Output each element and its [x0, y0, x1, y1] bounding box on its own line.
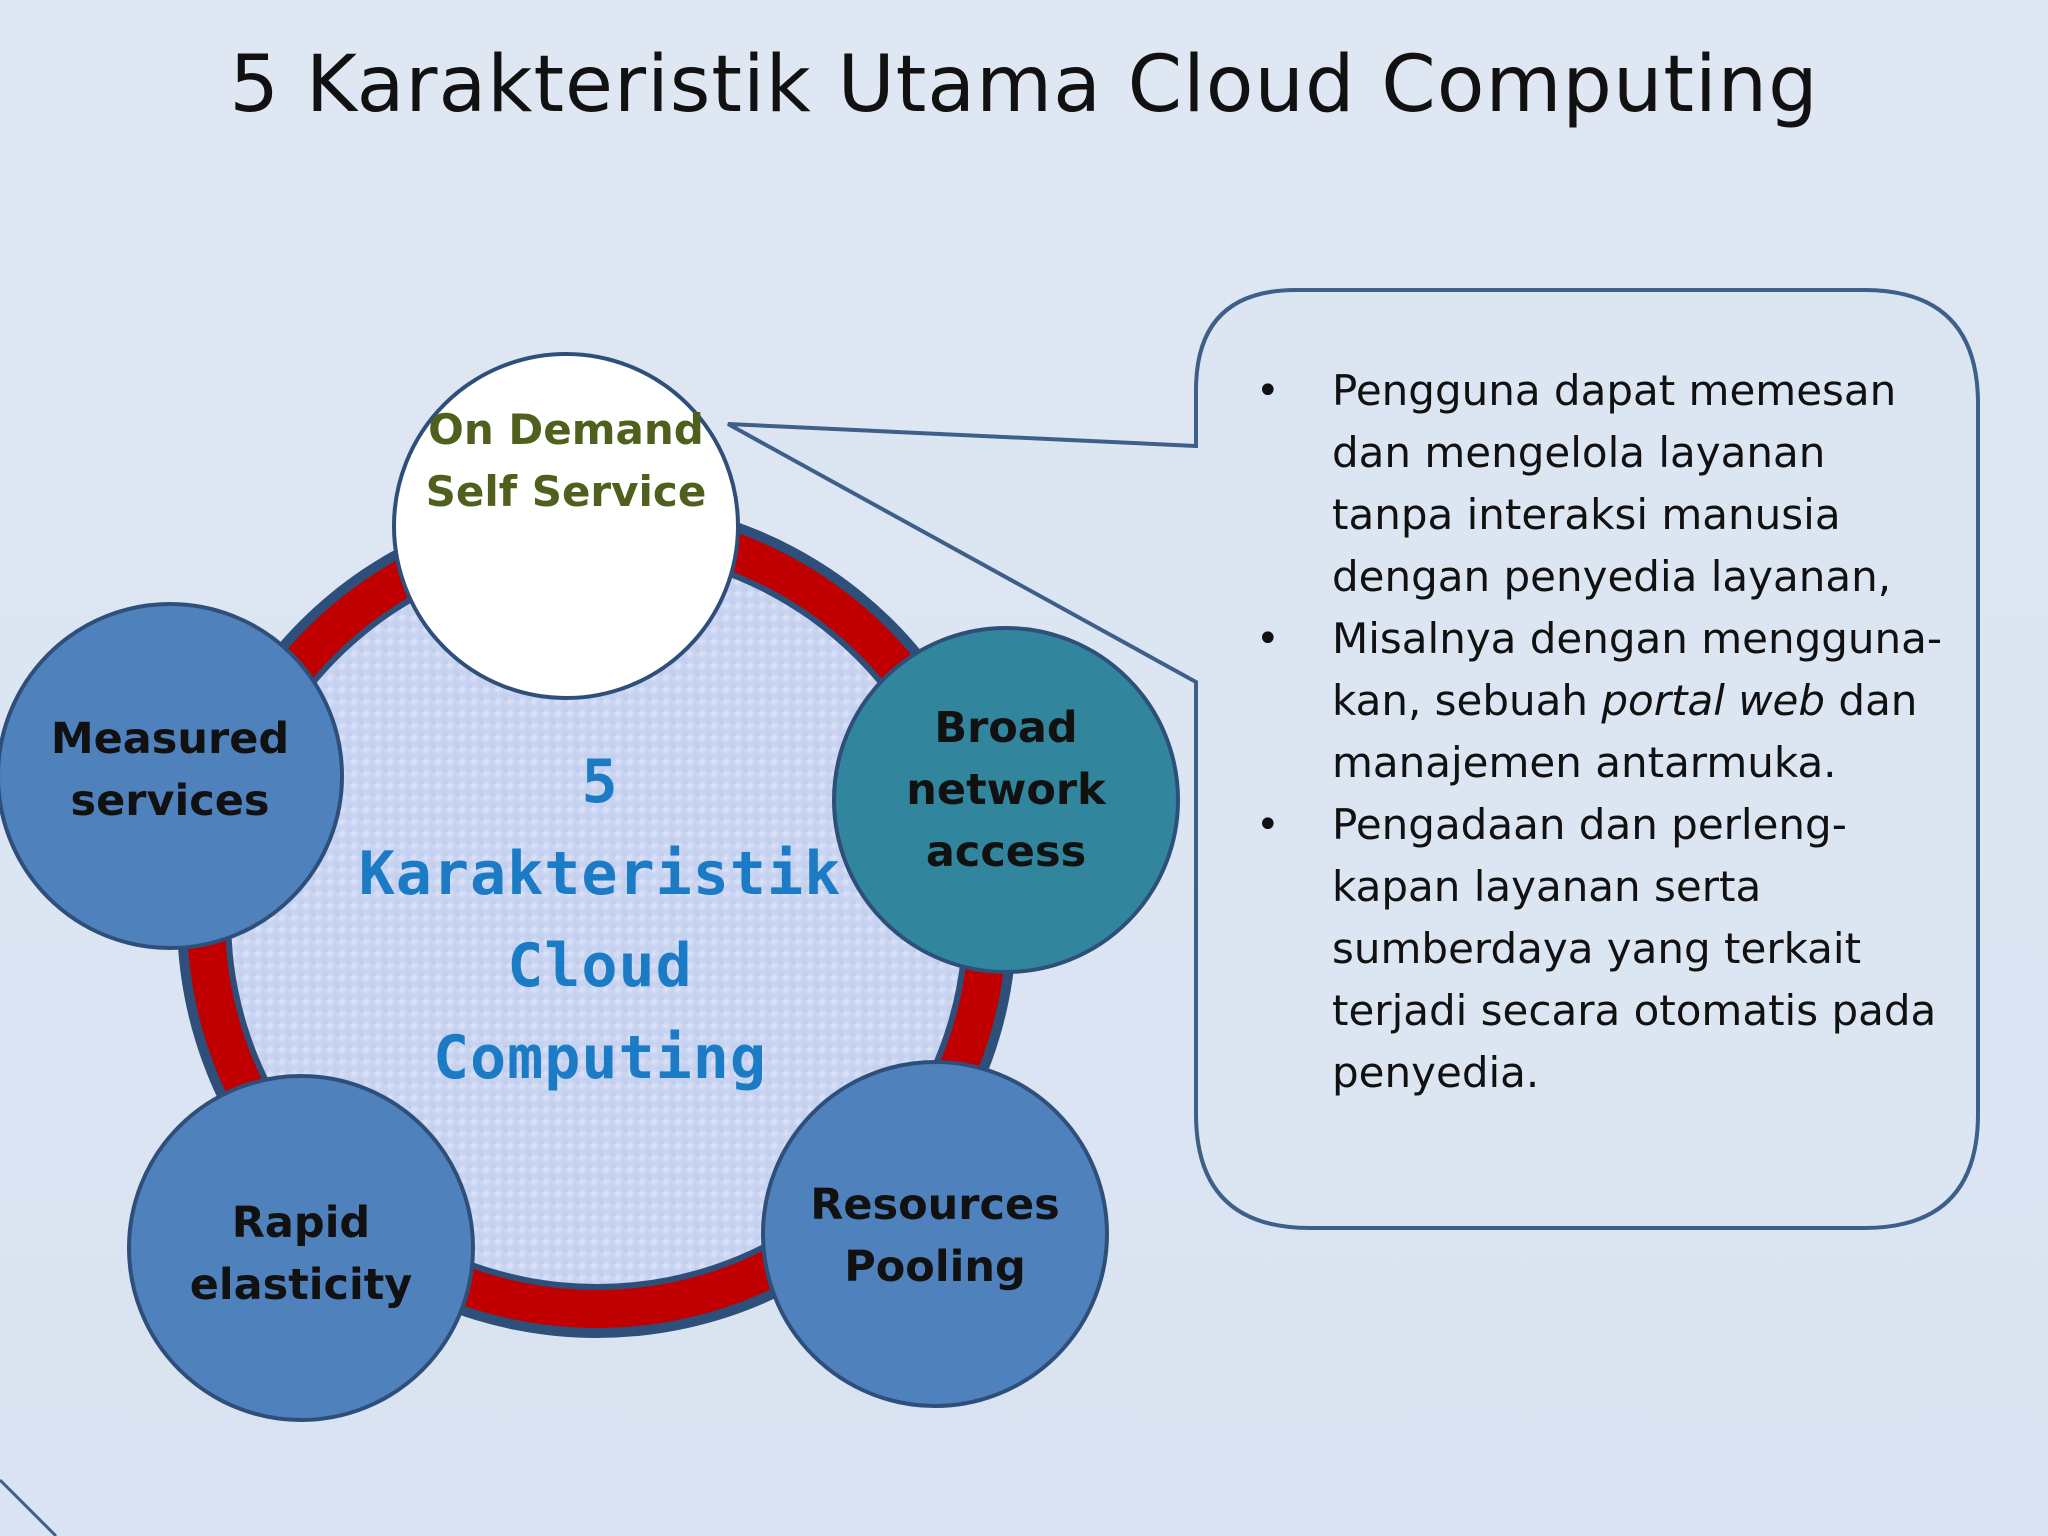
callout-bullet-list: Pengguna dapat memesan dan mengelola lay… [1256, 360, 1956, 1104]
node-measured-services-label: Measured services [50, 714, 290, 826]
node-on-demand [392, 352, 740, 700]
node-rapid-elasticity [127, 1074, 475, 1422]
callout-bullet-text: dan manajemen antarmuka. [1332, 676, 1918, 787]
center-label: 5 Karakteristik Cloud Computing [358, 747, 842, 1093]
node-rapid-elasticity-label: Rapid elasticity [189, 1198, 413, 1310]
corner-decoration [0, 1478, 58, 1536]
node-on-demand-label: On Demand Self Service [425, 405, 707, 516]
callout-bullet-text: Pengadaan dan perleng-kapan layanan sert… [1332, 800, 1937, 1097]
callout-text: Pengguna dapat memesan dan mengelola lay… [1256, 360, 1956, 1104]
callout-bullet: Misalnya dengan mengguna-kan, sebuah por… [1256, 608, 1956, 794]
node-resources-pooling [761, 1060, 1109, 1408]
callout-bullet-text: Pengguna dapat memesan dan mengelola lay… [1332, 366, 1897, 601]
callout-bullet-text: Misalnya dengan mengguna-kan, sebuah [1332, 614, 1943, 725]
center-disc [231, 552, 963, 1284]
slide-title: 5 Karakteristik Utama Cloud Computing [229, 40, 1819, 130]
node-resources-pooling-label: Resources Pooling [810, 1180, 1060, 1292]
callout-bullet: Pengadaan dan perleng-kapan layanan sert… [1256, 794, 1956, 1104]
callout-bullet: Pengguna dapat memesan dan mengelola lay… [1256, 360, 1956, 608]
node-measured-services [0, 602, 344, 950]
node-broad-network-label: Broad network access [906, 703, 1106, 877]
node-broad-network [832, 626, 1180, 974]
callout-bullet-italic: portal web [1601, 676, 1826, 725]
